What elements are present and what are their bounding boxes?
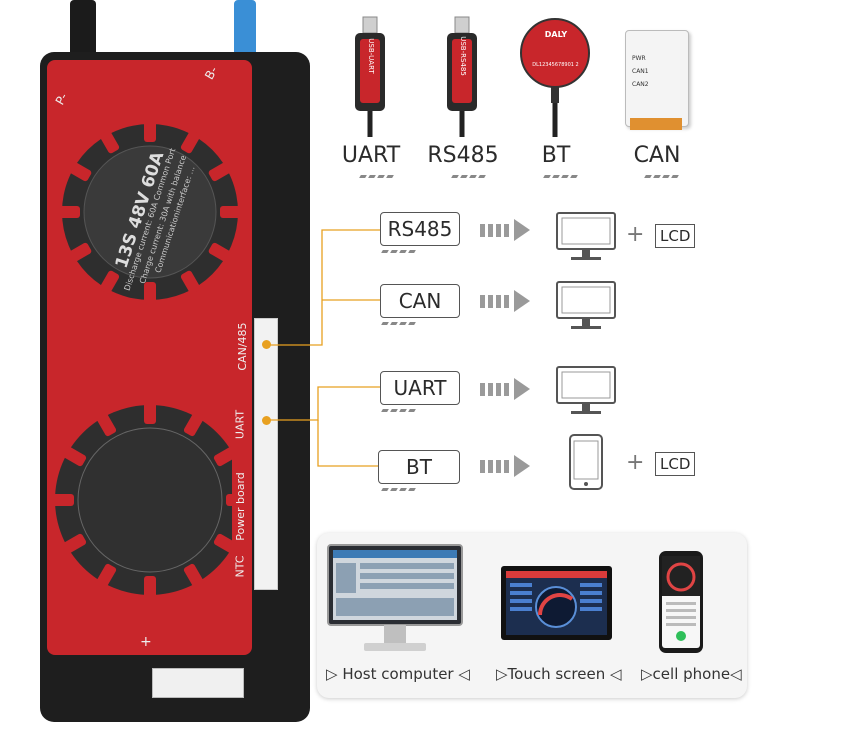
- bt-serial-text: DL12345678901 2: [532, 62, 579, 68]
- dash-rs485: [451, 175, 486, 178]
- triangle-left-icon: ◁: [730, 665, 742, 683]
- lcd-box: LCD: [655, 452, 696, 476]
- can-pin-pwr: PWR: [632, 55, 646, 62]
- terminal-plus-label: +: [140, 634, 152, 650]
- triangle-left-icon: ◁: [458, 665, 470, 683]
- dash-uart: [359, 175, 394, 178]
- arrow-icon: [480, 219, 530, 241]
- dash-bt: [543, 175, 578, 178]
- monitor-icon: [556, 281, 616, 329]
- port-strip: [232, 318, 252, 568]
- bottom-connector: [152, 668, 244, 698]
- triangle-right-icon: ▷: [326, 665, 338, 683]
- conn-box-can: CAN: [380, 284, 460, 318]
- host-computer-image: [327, 544, 463, 651]
- triangle-right-icon: ▷: [641, 665, 653, 683]
- conn-box-rs485: RS485: [380, 212, 460, 246]
- touch-screen-label: Touch screen: [507, 665, 606, 683]
- conn-dash-can: [381, 322, 416, 325]
- can-pin-can2: CAN2: [632, 81, 649, 88]
- conn-dash-rs485: [381, 250, 416, 253]
- connector-block: [254, 318, 278, 590]
- cell-phone-image: [659, 551, 703, 653]
- bt-dongle-icon: [520, 18, 590, 137]
- cell-phone-label: cell phone: [652, 665, 731, 683]
- dash-can: [644, 175, 679, 178]
- can-pin-can1: CAN1: [632, 68, 649, 75]
- label-can: CAN: [633, 143, 681, 168]
- conn-dash-uart: [381, 409, 416, 412]
- cell-phone-label-row: ▷cell phone◁: [641, 665, 742, 683]
- arrow-icon: [480, 378, 530, 400]
- can-module-icon: [625, 30, 689, 127]
- triangle-right-icon: ▷: [496, 665, 508, 683]
- lcd-box: LCD: [655, 224, 696, 248]
- usb-uart-cable-icon: [355, 16, 385, 137]
- uart-cable-text: USB-UART: [367, 38, 375, 74]
- label-bt: BT: [541, 143, 571, 168]
- can-terminal-block: [630, 118, 682, 130]
- bt-brand-text: DALY: [544, 30, 568, 39]
- fan-bottom: [55, 400, 245, 600]
- conn-box-uart: UART: [380, 371, 460, 405]
- monitor-icon: [556, 366, 616, 414]
- conn-dash-bt: [381, 488, 416, 491]
- phone-icon: [569, 434, 603, 490]
- label-rs485: RS485: [427, 143, 499, 168]
- touch-screen-label-row: ▷Touch screen ◁: [496, 665, 622, 683]
- monitor-icon: [556, 212, 616, 260]
- plus-icon: +: [626, 450, 645, 475]
- label-uart: UART: [341, 143, 401, 168]
- host-computer-label-row: ▷ Host computer ◁: [326, 665, 470, 683]
- conn-box-bt: BT: [378, 450, 460, 484]
- connector-dot-can485: [262, 340, 271, 349]
- triangle-left-icon: ◁: [610, 665, 622, 683]
- usb-rs485-cable-icon: [447, 16, 477, 137]
- arrow-icon: [480, 455, 530, 477]
- arrow-icon: [480, 290, 530, 312]
- touch-screen-image: [501, 566, 612, 640]
- plus-icon: +: [626, 222, 645, 247]
- rs485-cable-text: USB-RS485: [459, 36, 467, 76]
- fan-top: [60, 120, 240, 304]
- host-computer-label: Host computer: [342, 665, 454, 683]
- connector-dot-uart: [262, 416, 271, 425]
